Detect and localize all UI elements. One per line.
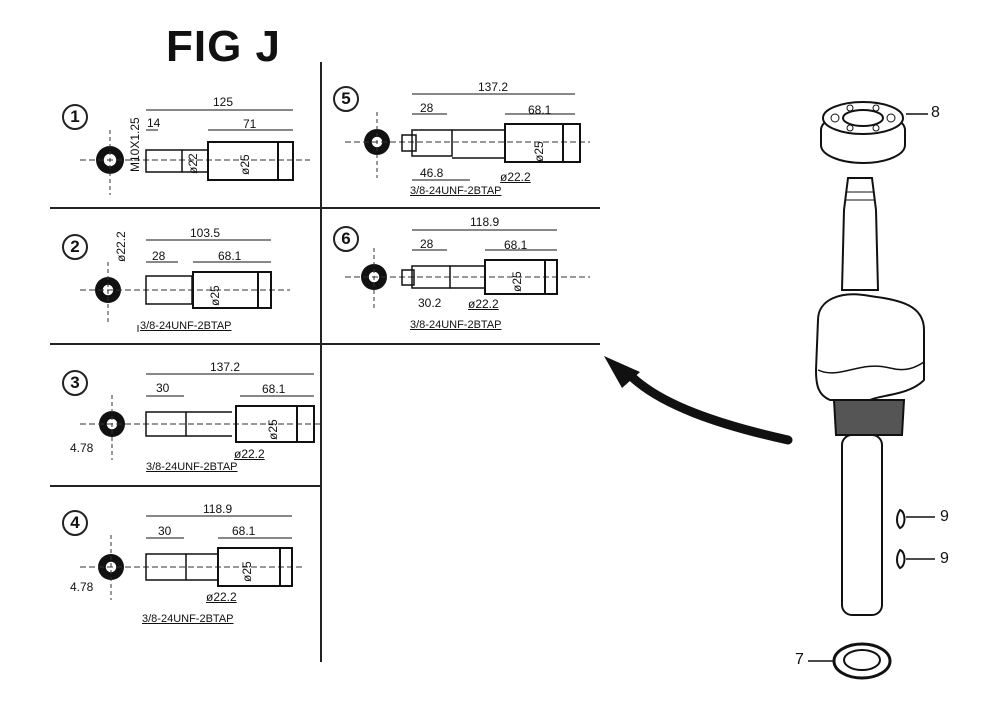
dim-overall-length: 125 <box>213 95 234 109</box>
dim-tap-depth: 28 <box>152 249 166 263</box>
dim-step-length: 30.2 <box>418 296 442 310</box>
arrow-shaft <box>625 370 793 445</box>
dim-dia-small: ø22.2 <box>500 170 531 184</box>
dim-overall-length: 103.5 <box>190 226 221 240</box>
dim-tap-depth: 28 <box>420 237 434 251</box>
dim-dia-small: ø22.2 <box>468 297 499 311</box>
variant-number: 3 <box>62 370 88 396</box>
crankshaft-icon <box>814 177 925 616</box>
dim-dia-small: ø22.2 <box>234 447 265 461</box>
key-icon <box>896 508 906 530</box>
dim-overall-length: 137.2 <box>478 80 509 94</box>
dim-tap-depth: 30 <box>158 524 172 538</box>
variant-number: 2 <box>62 234 88 260</box>
dim-end-length: 68.1 <box>232 524 256 538</box>
tap-spec: 3/8-24UNF-2BTAP <box>146 461 238 473</box>
callout-bearing: 8 <box>931 104 940 121</box>
dim-end-length: 71 <box>243 117 257 131</box>
tap-spec: 3/8-24UNF-2BTAP <box>410 185 502 197</box>
dim-key-width: 4.78 <box>70 441 94 455</box>
dim-end-length: 68.1 <box>504 238 528 252</box>
variant-number: 6 <box>333 226 359 252</box>
dim-step-length: 46.8 <box>420 166 444 180</box>
dim-end-length: 68.1 <box>528 103 552 117</box>
dim-end-length: 68.1 <box>262 382 286 396</box>
callout-key-upper: 9 <box>940 508 949 525</box>
shaft-drawing <box>80 239 290 332</box>
tap-spec: 3/8-24UNF-2BTAP <box>410 319 502 331</box>
dim-end-length: 68.1 <box>218 249 242 263</box>
dim-key-width: 4.78 <box>70 580 94 594</box>
figure-title: FIG J <box>166 22 282 71</box>
callout-key-lower: 9 <box>940 550 949 567</box>
shaft-drawing <box>80 515 305 600</box>
variant-number: 4 <box>62 510 88 536</box>
callout-oil-seal: 7 <box>795 651 804 668</box>
oil-seal-icon <box>832 642 892 680</box>
dim-dia-small: ø22.2 <box>206 590 237 604</box>
dim-thread-length: 14 <box>147 116 161 130</box>
divider-h2 <box>50 343 600 345</box>
dim-overall-length: 137.2 <box>210 360 241 374</box>
shaft-drawing <box>80 109 310 195</box>
variant-number: 5 <box>333 86 359 112</box>
divider-vertical <box>320 62 322 662</box>
shaft-drawing <box>345 93 590 181</box>
shaft-drawing <box>345 229 590 310</box>
tap-spec: 3/8-24UNF-2BTAP <box>140 320 232 332</box>
divider-h1 <box>50 207 600 209</box>
variant-number: 1 <box>62 104 88 130</box>
bearing-icon <box>820 101 906 164</box>
dim-tap-depth: 28 <box>420 101 434 115</box>
shaft-drawing <box>80 373 320 460</box>
divider-h3 <box>50 485 322 487</box>
tap-spec: 3/8-24UNF-2BTAP <box>142 613 234 625</box>
dim-overall-length: 118.9 <box>203 502 233 516</box>
key-icon <box>896 548 906 570</box>
arrow-head <box>604 356 640 388</box>
dim-overall-length: 118.9 <box>470 215 500 229</box>
dim-tap-depth: 30 <box>156 381 170 395</box>
